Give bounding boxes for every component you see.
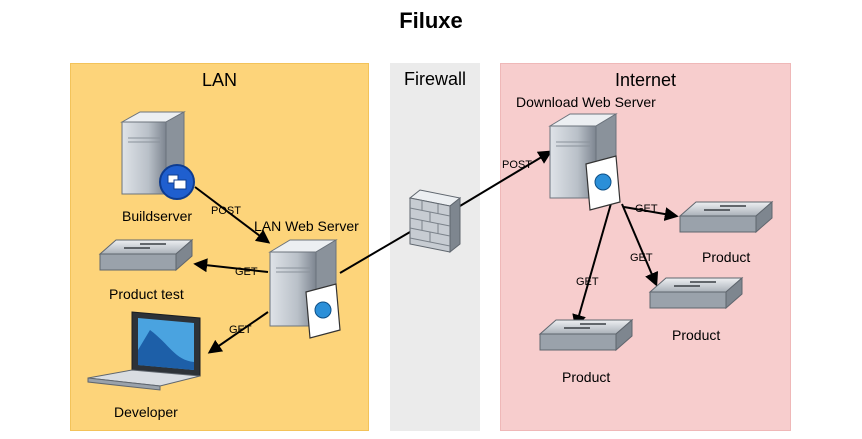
product-3-icon [538, 318, 634, 352]
lan-web-server-icon [268, 239, 341, 339]
firewall-zone: Firewall [390, 63, 480, 431]
product-1-icon [678, 200, 774, 234]
product-2-icon [648, 276, 744, 310]
edge-label-lan-to-product-test: GET [235, 266, 258, 278]
product-3-label: Product [562, 369, 611, 385]
edges [193, 150, 679, 354]
lan-web-server-label: LAN Web Server [254, 218, 359, 234]
edge-label-build-to-lan: POST [211, 205, 241, 217]
edge-lan-to-firewall [339, 231, 411, 274]
edge-download-to-product-3 [572, 199, 613, 329]
product-2-label: Product [672, 327, 721, 343]
edge-label-download-to-product-1: GET [635, 203, 658, 215]
edge-label-download-to-product-3: GET [576, 276, 599, 288]
edge-build-to-lan [194, 186, 271, 244]
edge-lan-to-developer [207, 311, 269, 354]
edge-label-download-to-product-2: GET [630, 252, 653, 264]
lan-zone-label: LAN [201, 70, 237, 90]
firewall-zone-label: Firewall [403, 69, 466, 89]
diagram-title: Filuxe [399, 8, 463, 33]
download-web-server-icon [548, 113, 621, 211]
internet-zone: Internet [500, 63, 791, 431]
product-test-icon [98, 238, 194, 272]
product-1-label: Product [702, 249, 751, 265]
edge-download-to-product-1 [623, 206, 679, 221]
developer-laptop-icon [87, 311, 201, 391]
edge-download-to-product-2 [621, 203, 659, 287]
edge-label-lan-to-download: POST [502, 159, 532, 171]
buildserver-icon [120, 111, 195, 200]
edge-firewall-to-download [459, 150, 553, 207]
product-test-label: Product test [109, 286, 184, 302]
edge-lan-to-product-test [193, 258, 269, 273]
buildserver-label: Buildserver [122, 208, 193, 224]
edge-label-lan-to-developer: GET [229, 324, 252, 336]
download-web-server-label: Download Web Server [516, 94, 656, 110]
internet-zone-label: Internet [614, 70, 677, 90]
firewall-icon [408, 189, 462, 254]
developer-label: Developer [114, 404, 178, 420]
